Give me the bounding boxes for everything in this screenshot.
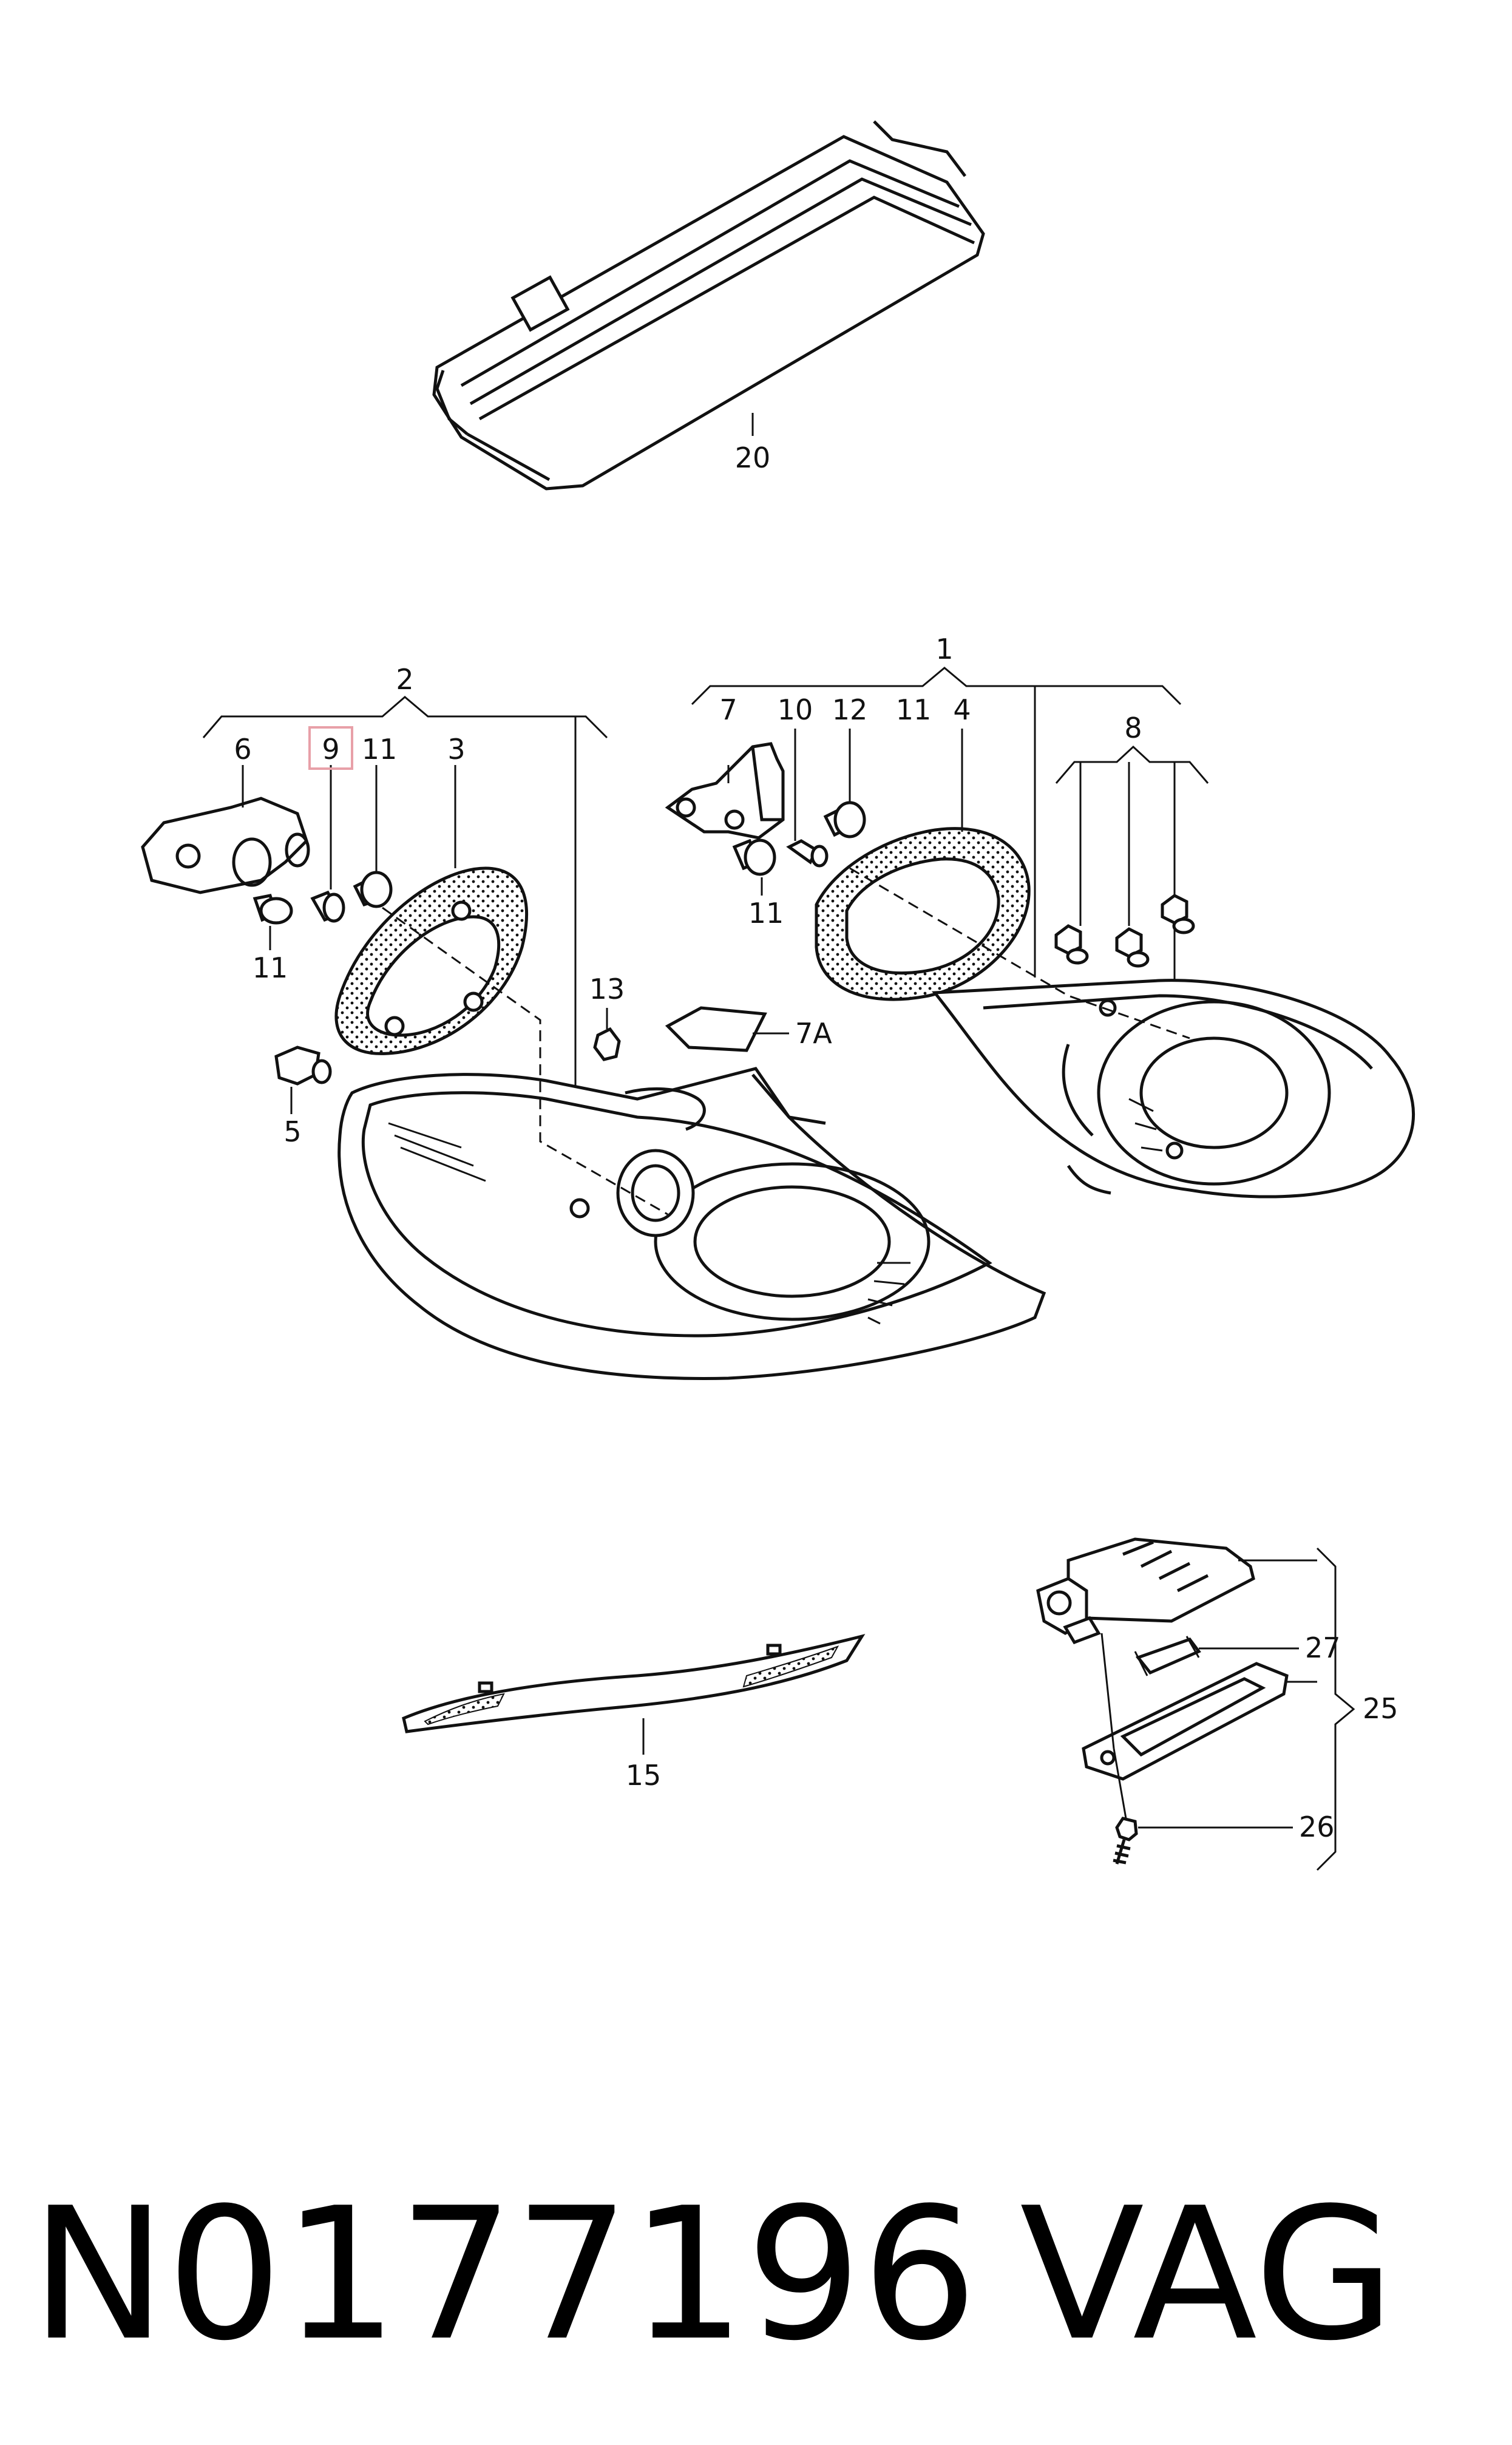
part-10-bulb: [786, 729, 829, 868]
part-6-bulb-holder: [141, 765, 310, 894]
callout-1: 1: [935, 633, 953, 665]
part-11-bulb-lower-right: [732, 838, 776, 896]
callout-11-top-right: 11: [896, 693, 932, 726]
callout-26: 26: [1299, 1811, 1335, 1843]
callout-10: 10: [778, 693, 813, 726]
callout-15: 15: [626, 1759, 662, 1792]
part-number-text: N0177196: [30, 2169, 978, 2381]
part-9-bulb: [310, 765, 345, 923]
left-tail-light-assembly: [141, 696, 1046, 1380]
right-tail-light-assembly: [665, 667, 1415, 1199]
callout-8: 8: [1124, 712, 1142, 744]
part-8-screws: [1054, 745, 1209, 984]
left-tail-light-housing: [337, 906, 1046, 1380]
callout-7: 7: [719, 693, 737, 726]
callout-7a: 7A: [795, 1017, 832, 1050]
callout-6: 6: [234, 733, 251, 766]
part-4-gasket-right: [815, 729, 1031, 1001]
brand-text: VAG: [1020, 2169, 1395, 2381]
part-11-bulb-lower-left: [253, 894, 293, 950]
callout-9: 9: [322, 733, 339, 766]
part-20-brake-light: [432, 120, 985, 491]
part-7-bulb-holder: [665, 742, 785, 840]
part-7a-label: [665, 1006, 789, 1052]
right-tail-light-housing: [849, 867, 1415, 1199]
callout-11-lower-right: 11: [748, 897, 784, 930]
part-11-bulb-upper-left: [353, 765, 393, 908]
callout-5: 5: [283, 1115, 301, 1148]
callout-25: 25: [1363, 1692, 1398, 1725]
part-13-nut: [593, 1008, 621, 1061]
callout-27: 27: [1305, 1631, 1341, 1664]
callout-11-upper-left: 11: [362, 733, 398, 766]
callout-4: 4: [953, 693, 971, 726]
part-5-connector: [274, 1046, 332, 1114]
part-15-reflector: [402, 1634, 866, 1755]
callout-20: 20: [735, 441, 771, 474]
part-3-gasket-left: [334, 765, 528, 1055]
callout-13: 13: [589, 973, 625, 1005]
callout-2: 2: [396, 663, 413, 696]
part-25-license-light: [1036, 1537, 1355, 1871]
highlighted-part-9-box: [308, 726, 353, 770]
callout-12: 12: [832, 693, 868, 726]
callout-11-lower-left: 11: [253, 951, 288, 984]
part-12-bulb: [823, 729, 866, 838]
callout-3: 3: [447, 733, 465, 766]
